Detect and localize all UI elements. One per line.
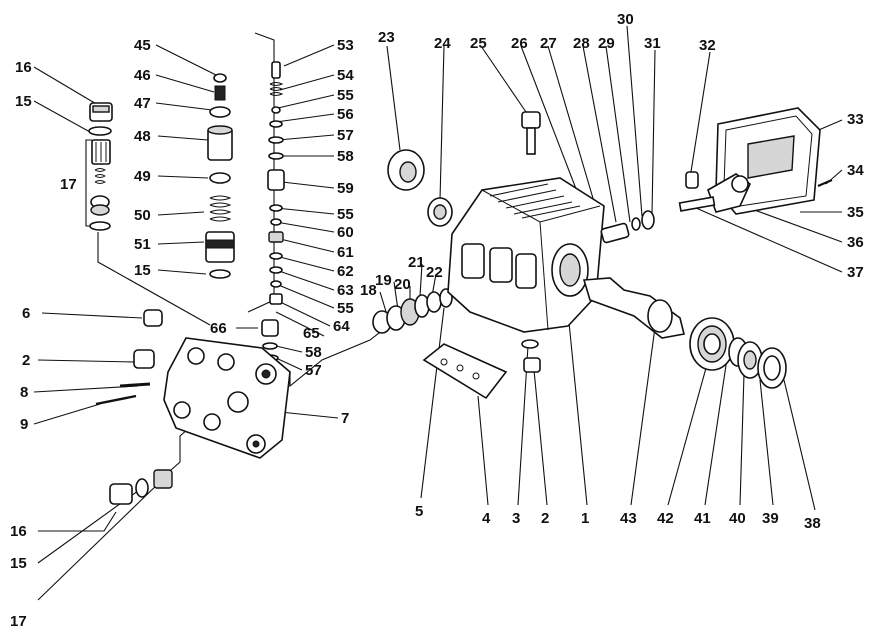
callout-24: 24 (434, 35, 451, 52)
crankcase (447, 177, 605, 333)
callout-55-b: 55 (337, 206, 354, 223)
callout-17-top: 17 (60, 176, 77, 193)
callout-49: 49 (134, 168, 151, 185)
callout-6: 6 (22, 305, 30, 322)
plugs-left (95, 309, 163, 406)
callout-7: 7 (341, 410, 349, 427)
crankshaft-assembly (582, 277, 787, 389)
callout-46: 46 (134, 67, 151, 84)
callout-20: 20 (394, 276, 411, 293)
callout-45: 45 (134, 37, 151, 54)
callout-47: 47 (134, 95, 151, 112)
callout-30: 30 (617, 11, 634, 28)
callout-64: 64 (333, 318, 350, 335)
callout-50: 50 (134, 207, 151, 224)
manifold-head (163, 337, 291, 459)
plugs-bottom-left (109, 469, 173, 505)
callout-16-bottom: 16 (10, 523, 27, 540)
callout-37: 37 (847, 264, 864, 281)
center-valve-stack (205, 73, 235, 279)
callout-31: 31 (644, 35, 661, 52)
callout-17-bottom: 17 (10, 613, 27, 630)
callout-51: 51 (134, 236, 151, 253)
callout-61: 61 (337, 244, 354, 261)
callout-42: 42 (657, 510, 674, 527)
callout-48: 48 (134, 128, 151, 145)
callout-62: 62 (337, 263, 354, 280)
callout-3: 3 (512, 510, 520, 527)
callout-29: 29 (598, 35, 615, 52)
callout-63: 63 (337, 282, 354, 299)
callout-8: 8 (20, 384, 28, 401)
callout-18: 18 (360, 282, 377, 299)
callout-26: 26 (511, 35, 528, 52)
callout-19: 19 (375, 272, 392, 289)
callout-27: 27 (540, 35, 557, 52)
callout-21: 21 (408, 254, 425, 271)
callout-25: 25 (470, 35, 487, 52)
callout-34: 34 (847, 162, 864, 179)
callout-33: 33 (847, 111, 864, 128)
callout-9: 9 (20, 416, 28, 433)
seal-set (372, 288, 453, 334)
rear-cover (678, 107, 833, 215)
side-small-parts (600, 210, 655, 244)
callout-15-bottom: 15 (10, 555, 27, 572)
top-parts (387, 111, 541, 227)
callout-23: 23 (378, 29, 395, 46)
callout-5: 5 (415, 503, 423, 520)
callout-15-top: 15 (15, 93, 32, 110)
callout-4: 4 (482, 510, 491, 527)
callout-58-a: 58 (337, 148, 354, 165)
callout-41: 41 (694, 510, 711, 527)
callout-59: 59 (337, 180, 354, 197)
callout-57-a: 57 (337, 127, 354, 144)
callout-2-bottom: 2 (541, 510, 549, 527)
callout-35: 35 (847, 204, 864, 221)
callout-65: 65 (303, 325, 320, 342)
callout-53: 53 (337, 37, 354, 54)
callout-55-c: 55 (337, 300, 354, 317)
callout-16-top: 16 (15, 59, 32, 76)
callout-39: 39 (762, 510, 779, 527)
callout-1: 1 (581, 510, 589, 527)
callout-labels: 16 15 17 45 46 47 48 49 50 51 15 53 54 5… (10, 11, 864, 630)
callout-43: 43 (620, 510, 637, 527)
callout-56: 56 (337, 106, 354, 123)
callout-55-a: 55 (337, 87, 354, 104)
callout-54: 54 (337, 67, 354, 84)
callout-60: 60 (337, 224, 354, 241)
callout-38: 38 (804, 515, 821, 532)
callout-32: 32 (699, 37, 716, 54)
left-valve-stack (88, 102, 113, 231)
callout-28: 28 (573, 35, 590, 52)
callout-22: 22 (426, 264, 443, 281)
callout-36: 36 (847, 234, 864, 251)
callout-15-mid: 15 (134, 262, 151, 279)
callout-40: 40 (729, 510, 746, 527)
lower-parts (422, 339, 541, 400)
callout-2-left: 2 (22, 352, 30, 369)
callout-58-b: 58 (305, 344, 322, 361)
callout-66: 66 (210, 320, 227, 337)
callout-57-b: 57 (305, 362, 322, 379)
